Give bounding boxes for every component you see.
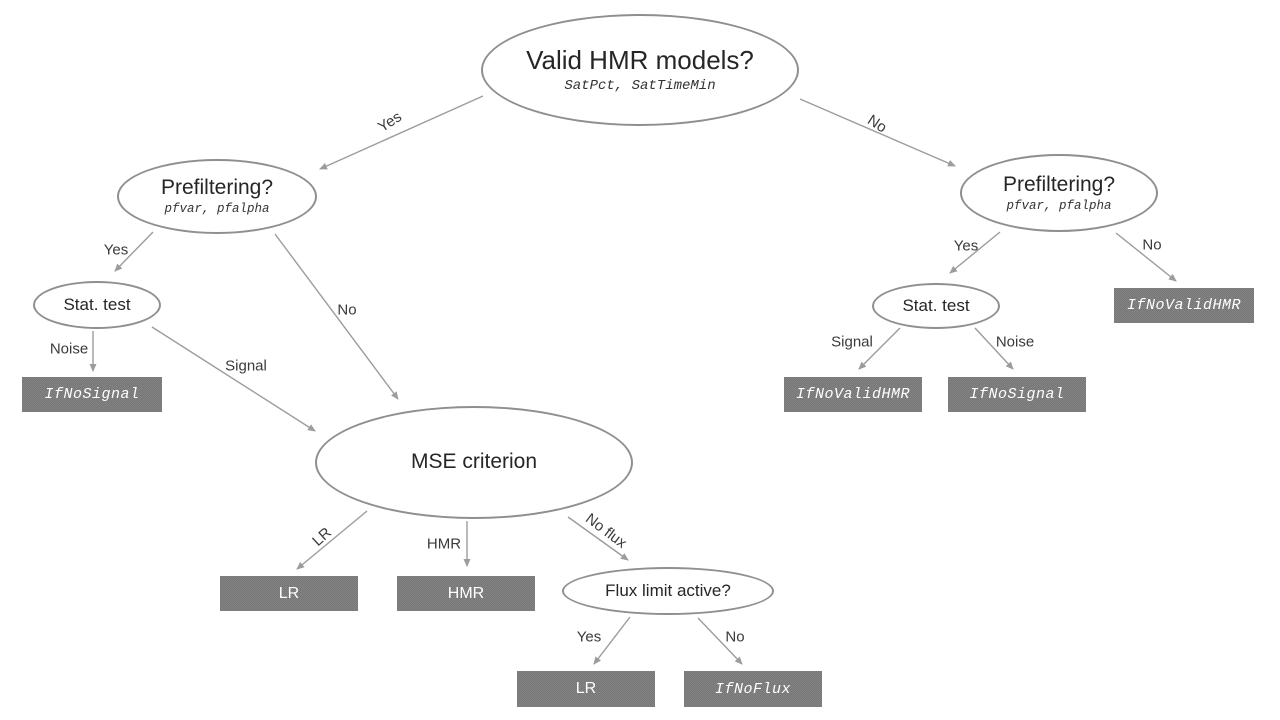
node-valid-hmr-models: Valid HMR models? SatPct, SatTimeMin <box>481 14 799 126</box>
node-label: Stat. test <box>902 296 970 316</box>
box-ifnovalidhmr-mid: IfNoValidHMR <box>784 377 922 412</box>
node-prefiltering-left: Prefiltering? pfvar, pfalpha <box>117 159 317 234</box>
edge-label-stl-signal: Signal <box>225 357 267 375</box>
edge-label-stl-noise: Noise <box>49 340 89 358</box>
node-label: Flux limit active? <box>605 581 731 601</box>
node-flux-limit-active: Flux limit active? <box>562 567 774 615</box>
box-ifnosignal-right: IfNoSignal <box>948 377 1086 412</box>
node-label: MSE criterion <box>410 450 538 474</box>
box-lr-mid: LR <box>220 576 358 611</box>
node-label: Prefiltering? <box>160 176 274 200</box>
node-params: pfvar, pfalpha <box>1006 198 1112 213</box>
node-mse-criterion: MSE criterion <box>315 406 633 519</box>
box-ifnoflux: IfNoFlux <box>684 671 822 707</box>
box-label: IfNoValidHMR <box>795 386 911 403</box>
box-label: LR <box>278 584 300 602</box>
edge-label-pfl-no: No <box>337 301 357 319</box>
edge-label-flux-yes: Yes <box>576 628 602 646</box>
box-hmr: HMR <box>397 576 535 611</box>
node-params: SatPct, SatTimeMin <box>564 77 716 94</box>
node-label: Prefiltering? <box>1002 172 1116 196</box>
node-stat-test-left: Stat. test <box>33 281 161 329</box>
edge-label-str-noise: Noise <box>995 333 1035 351</box>
edge-label-pfl-yes: Yes <box>103 241 129 259</box>
node-stat-test-right: Stat. test <box>872 283 1000 329</box>
node-label: Valid HMR models? <box>526 45 754 75</box>
box-label: IfNoSignal <box>969 386 1065 403</box>
box-ifnovalidhmr-right: IfNoValidHMR <box>1114 288 1254 323</box>
edge-label-str-signal: Signal <box>831 333 873 351</box>
box-label: IfNoFlux <box>714 680 791 698</box>
box-lr-bottom: LR <box>517 671 655 707</box>
box-label: HMR <box>447 584 485 602</box>
edge-label-flux-no: No <box>725 628 745 646</box>
edge-label-mse-hmr: HMR <box>426 535 462 553</box>
node-prefiltering-right: Prefiltering? pfvar, pfalpha <box>960 154 1158 232</box>
box-ifnosignal-left: IfNoSignal <box>22 377 162 412</box>
box-label: LR <box>575 680 597 697</box>
box-label: IfNoSignal <box>44 386 140 403</box>
edge-label-pfr-yes: Yes <box>953 237 979 255</box>
box-label: IfNoValidHMR <box>1126 297 1242 314</box>
edge-label-pfr-no: No <box>1142 236 1162 254</box>
node-label: Stat. test <box>63 295 131 315</box>
node-params: pfvar, pfalpha <box>164 202 270 217</box>
